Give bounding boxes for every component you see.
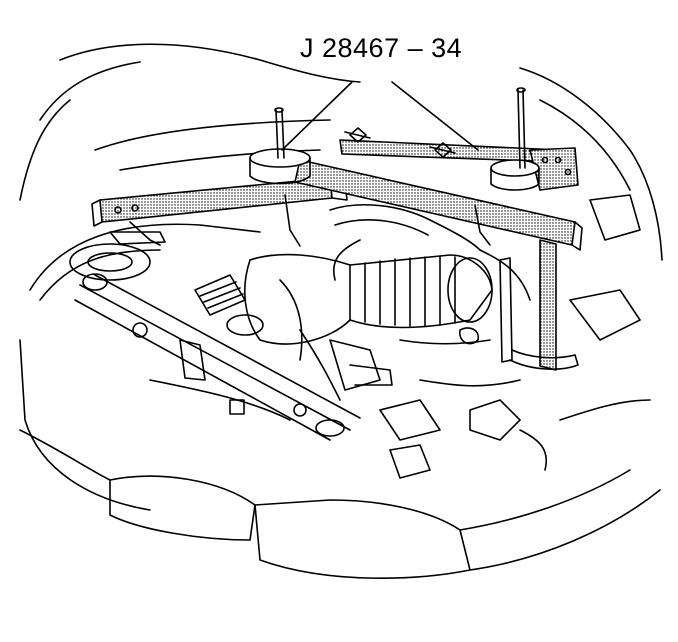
fixture-main-beam	[294, 159, 583, 251]
left-fender	[19, 223, 261, 511]
tool-number-callout: J 28467 – 34	[300, 33, 463, 63]
hoses	[329, 204, 531, 301]
wing-nuts	[344, 127, 456, 158]
front-fascia	[19, 429, 661, 579]
fixture-cross-bar	[91, 177, 348, 246]
strut-brace	[74, 273, 361, 441]
engine-components	[149, 194, 651, 479]
fixture-vertical-leg	[284, 194, 579, 371]
air-intake-duct	[244, 253, 493, 345]
fixture-left-pad	[249, 107, 311, 185]
hood-outline	[19, 43, 663, 261]
fixture-right-pad	[490, 87, 540, 191]
callout-leader-lines	[281, 81, 479, 151]
